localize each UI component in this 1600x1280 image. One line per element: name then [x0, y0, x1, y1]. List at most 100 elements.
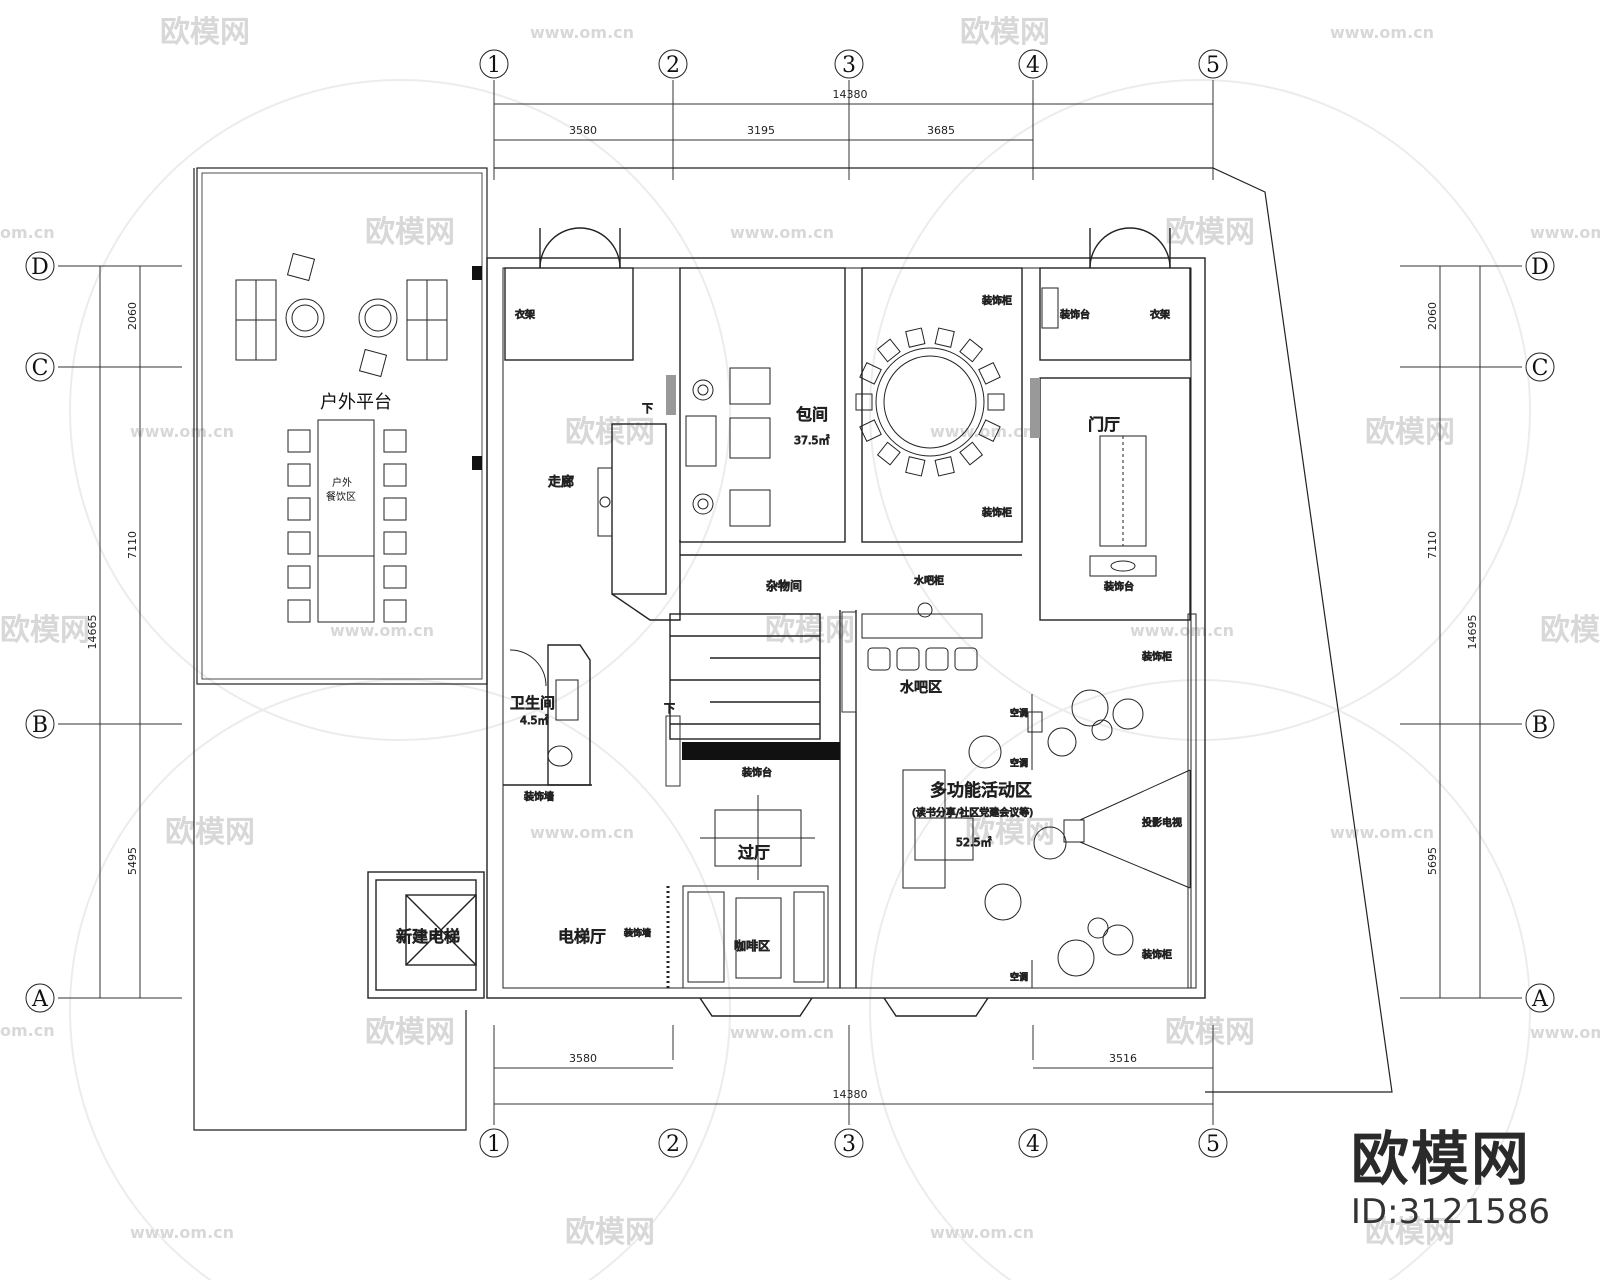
corridor-area: 走廊 下 下 杂物间 水吧柜 [548, 402, 945, 716]
dining-chair [876, 338, 901, 363]
room-label-private-room: 包间 [796, 405, 828, 424]
dimension-text: 3580 [569, 1052, 597, 1065]
dining-chair [859, 362, 882, 385]
dimension-text: 14380 [833, 1088, 868, 1101]
grid-col-label: 1 [487, 1132, 501, 1157]
label-deco-table: 装饰台 [1104, 580, 1134, 593]
dining-chair [855, 393, 873, 411]
room-sublabel-multi-function: (读书分享/社区党建会议等) [912, 806, 1033, 819]
dining-chair [859, 419, 882, 442]
label-wall-ac: 空调 [1010, 971, 1028, 983]
dimension-text: 2060 [1426, 302, 1439, 330]
watermark-url: www.om.cn [1330, 23, 1434, 42]
label-deco-cabinet: 装饰柜 [982, 506, 1012, 519]
dimension-text: 14665 [86, 615, 99, 650]
label-water-bar-cabinet: 水吧柜 [914, 574, 944, 587]
watermark-brand: 欧模网 [960, 15, 1050, 50]
dining-chair [959, 338, 984, 363]
label-wall-ac: 空调 [1010, 757, 1028, 769]
grid-row-label: C [32, 356, 49, 381]
label-coat-rack: 衣架 [1150, 308, 1170, 321]
watermark-url: www.om.cn [530, 823, 634, 842]
watermark-brand: 欧模网 [365, 215, 455, 250]
label-deco-table: 装饰台 [1060, 308, 1090, 321]
grid-col-label: 4 [1026, 53, 1040, 78]
water-bar: 水吧区 [861, 602, 983, 697]
bar-stool [954, 647, 978, 671]
grid-col-label: 1 [487, 53, 501, 78]
watermark-brand: 欧模网 [965, 815, 1055, 850]
label-deco-wall: 装饰墙 [524, 790, 554, 803]
dimension-text: 5695 [1426, 847, 1439, 875]
room-label-outdoor-dining-2: 餐饮区 [326, 490, 356, 503]
grid-col-label: 4 [1026, 1132, 1040, 1157]
round-dining-table: 装饰柜 装饰柜 [855, 294, 1013, 520]
private-room-furniture: 包间 37.5㎡ [685, 367, 830, 527]
room-label-outdoor-dining: 户外 [332, 476, 352, 489]
wall-hatch [665, 375, 1040, 787]
watermark-brand: 欧模网 [1165, 1015, 1255, 1050]
watermark-layer: 欧模网 www.om.cn 欧模网 www.om.cn om.cn 欧模网 ww… [0, 15, 1600, 1280]
label-down: 下 [642, 402, 653, 415]
watermark-brand: 欧模网 [565, 1215, 655, 1250]
multi-function-area: 多功能活动区 (读书分享/社区党建会议等) 52.5㎡ 装饰柜 装饰柜 投影电视… [902, 613, 1197, 989]
label-deco-cabinet: 装饰柜 [1142, 650, 1172, 663]
grid-col-label: 5 [1206, 1132, 1220, 1157]
grid-col-label: 3 [842, 53, 856, 78]
grid-row-label: A [31, 987, 49, 1012]
model-id: ID:3121586 [1350, 1192, 1550, 1232]
grid-row-label: B [32, 713, 48, 738]
room-label-water-bar: 水吧区 [900, 680, 942, 696]
label-deco-cabinet: 装饰柜 [982, 294, 1012, 307]
dining-chair [987, 393, 1005, 411]
transit-hall: 过厅 装饰台 咖啡区 电梯厅 装饰墙 新建电梯 [396, 766, 829, 989]
watermark-url: www.om.cn [930, 1223, 1034, 1242]
watermark-url: www.om.cn [530, 23, 634, 42]
room-label-coffee-area: 咖啡区 [734, 938, 770, 953]
room-area-bathroom: 4.5㎡ [520, 714, 549, 727]
grid-row-label: B [1532, 713, 1548, 738]
label-coat-rack: 衣架 [515, 308, 535, 321]
bar-stool [896, 647, 920, 671]
watermark-url: www.om.cn [930, 422, 1034, 441]
watermark-url: om.cn [0, 1021, 55, 1040]
grid-row-label: D [1531, 255, 1549, 280]
room-label-elevator-hall: 电梯厅 [558, 927, 606, 946]
room-label-multi-function: 多功能活动区 [930, 781, 1032, 801]
watermark-brand: 欧模网 [160, 15, 250, 50]
label-wall-ac: 空调 [1010, 707, 1028, 719]
watermark-brand: 欧模网 [1540, 613, 1600, 648]
dimension-text: 3685 [927, 124, 955, 137]
watermark-brand: 欧模网 [1365, 415, 1455, 450]
grid-lines [58, 80, 1522, 1125]
room-label-bathroom: 卫生间 [510, 694, 555, 712]
dimension-text: 3516 [1109, 1052, 1137, 1065]
dimension-text: 7110 [1426, 531, 1439, 559]
dining-chair [905, 327, 926, 348]
dining-chair [978, 362, 1001, 385]
room-label-new-elevator: 新建电梯 [396, 927, 460, 946]
dimension-text: 3580 [569, 124, 597, 137]
dining-chair [876, 441, 901, 466]
watermark-brand: 欧模网 [0, 613, 90, 648]
entrance-hall-furniture: 门厅 装饰台 装饰台 衣架 衣架 [515, 287, 1171, 594]
label-down: 下 [664, 702, 675, 715]
watermark-url: www.om.cn [330, 621, 434, 640]
watermark-url: www.om.cn [130, 422, 234, 441]
dining-chair [934, 456, 955, 477]
watermark-url: www.om.cn [1530, 1023, 1600, 1042]
brand-logo: 欧模网 ID:3121586 [1351, 1112, 1550, 1232]
dimension-text: 7110 [126, 531, 139, 559]
room-label-transit-hall: 过厅 [738, 843, 770, 862]
dimension-text: 2060 [126, 302, 139, 330]
watermark-url: www.om.cn [1530, 223, 1600, 242]
watermark-url: www.om.cn [1130, 621, 1234, 640]
room-label-storage: 杂物间 [766, 579, 802, 593]
outdoor-terrace: 户外平台 户外 餐饮区 [196, 167, 488, 685]
label-deco-cabinet: 装饰柜 [1142, 948, 1172, 961]
watermark-brand: 欧模网 [565, 415, 655, 450]
grid-col-label: 2 [666, 1132, 680, 1157]
watermark-url: www.om.cn [1330, 823, 1434, 842]
grid-row-label: C [1532, 356, 1549, 381]
